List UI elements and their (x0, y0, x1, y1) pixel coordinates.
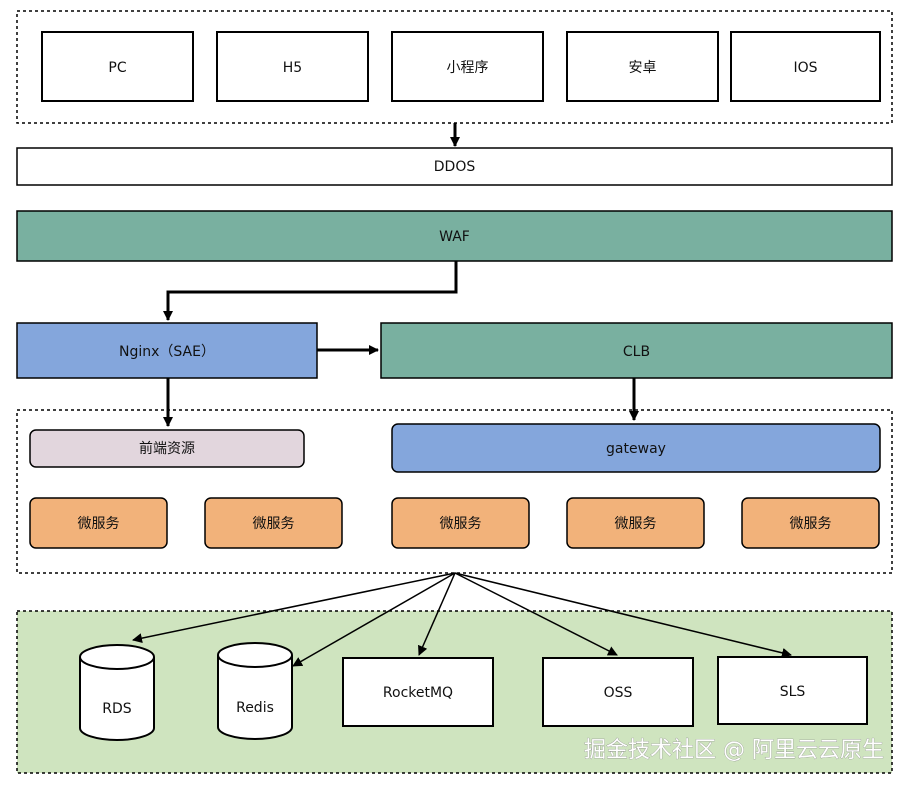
microservice-box-2: 微服务 (204, 497, 343, 549)
waf-label: WAF (439, 229, 470, 245)
client-box-ios: IOS (730, 31, 881, 102)
clb-box: CLB (380, 322, 893, 379)
microservice-box-5: 微服务 (741, 497, 880, 549)
microservice-label-4: 微服务 (615, 516, 657, 532)
redis-label: Redis (236, 700, 274, 716)
microservice-label-3: 微服务 (440, 516, 482, 532)
client-box-h5: H5 (216, 31, 369, 102)
arrow-to-sls (454, 572, 792, 658)
client-label-android: 安卓 (629, 60, 657, 76)
arrow-to-redis (292, 572, 456, 667)
microservice-box-4: 微服务 (566, 497, 705, 549)
ddos-bar: DDOS (16, 147, 893, 186)
fan-out-arrows (132, 572, 792, 667)
rocketmq-box: RocketMQ (342, 657, 494, 727)
client-label-mini-program: 小程序 (447, 60, 489, 76)
oss-box: OSS (542, 657, 694, 727)
oss-label: OSS (604, 685, 633, 701)
microservice-box-3: 微服务 (391, 497, 530, 549)
client-label-ios: IOS (793, 60, 817, 76)
client-label-h5: H5 (283, 60, 302, 76)
client-label-pc: PC (108, 60, 126, 76)
arrow-to-rds (132, 572, 456, 644)
client-box-android: 安卓 (566, 31, 719, 102)
sls-label: SLS (780, 684, 806, 700)
rocketmq-label: RocketMQ (383, 685, 453, 701)
clb-label: CLB (623, 344, 650, 360)
sls-box: SLS (717, 656, 868, 725)
gateway-label: gateway (606, 441, 666, 457)
nginx-label: Nginx（SAE） (119, 344, 215, 360)
arrow-waf-to-nginx (163, 261, 458, 321)
microservice-box-1: 微服务 (29, 497, 168, 549)
microservice-label-1: 微服务 (78, 516, 120, 532)
rds-database-icon: RDS (79, 644, 155, 741)
nginx-box: Nginx（SAE） (16, 322, 318, 379)
microservice-label-2: 微服务 (253, 516, 295, 532)
frontend-resources-box: 前端资源 (29, 429, 305, 468)
redis-database-icon: Redis (217, 642, 293, 740)
gateway-box: gateway (391, 423, 881, 473)
ddos-label: DDOS (434, 159, 476, 175)
arrow-to-rocketmq (418, 572, 456, 656)
service-group-border (16, 409, 893, 574)
client-box-pc: PC (41, 31, 194, 102)
waf-bar: WAF (16, 210, 893, 262)
microservice-label-5: 微服务 (790, 516, 832, 532)
frontend-resources-label: 前端资源 (139, 440, 195, 457)
arrow-to-oss (454, 572, 618, 656)
client-box-mini-program: 小程序 (391, 31, 544, 102)
watermark-text: 掘金技术社区 @ 阿里云云原生 (584, 738, 884, 763)
rds-label: RDS (102, 701, 132, 717)
